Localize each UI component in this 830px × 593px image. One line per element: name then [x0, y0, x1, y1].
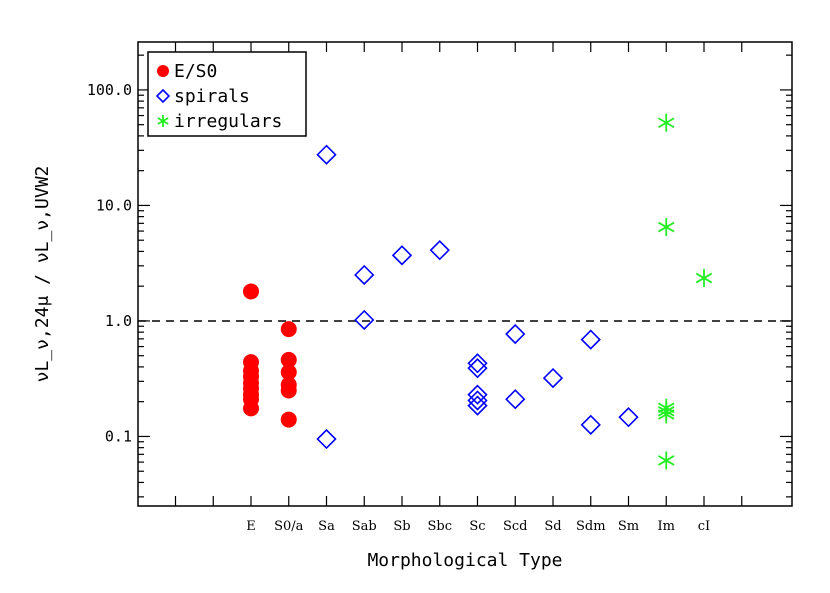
irregulars-point: [658, 451, 675, 470]
spirals-point: [316, 144, 337, 165]
legend-marker-e-s0: [157, 65, 169, 77]
irregulars-point: [658, 218, 675, 237]
irregulars-point: [658, 113, 675, 132]
y-tick-label: 1.0: [105, 312, 132, 330]
spirals-point: [505, 323, 526, 345]
e-s0-point: [280, 364, 297, 381]
plot-frame: [137, 41, 793, 507]
spirals-point: [542, 367, 564, 389]
spirals-point: [580, 329, 601, 350]
x-tick-label: Im: [658, 519, 675, 534]
irregulars-point: [695, 269, 713, 288]
x-tick-label: Sd: [544, 519, 561, 534]
x-tick-label: Sab: [352, 519, 377, 534]
y-axis-title: νL_ν,24μ / νL_ν,UVW2: [32, 166, 53, 383]
spirals-point: [467, 358, 488, 379]
x-tick-label: Scd: [503, 519, 528, 534]
legend-marker-spirals: [155, 88, 171, 104]
spirals-point: [429, 240, 450, 261]
spirals-point: [354, 309, 375, 331]
legend-label-spirals: spirals: [174, 86, 250, 107]
y-tick-labels: 100.0 10.0 1.0 0.1: [87, 81, 132, 446]
spirals-point: [467, 384, 488, 405]
legend-marker-irregulars: [157, 115, 169, 127]
irregulars-point: [658, 405, 675, 424]
spirals-point: [467, 390, 488, 411]
x-tick-label: Sb: [393, 519, 410, 534]
e-s0-point: [280, 382, 297, 399]
x-tick-label: Sbc: [427, 519, 452, 534]
y-tick-label: 100.0: [87, 81, 132, 99]
y-tick-label: 0.1: [105, 427, 132, 445]
x-tick-label: Sa: [318, 519, 335, 534]
x-tick-label: cI: [698, 519, 710, 534]
x-ticks: [174, 42, 743, 506]
data-points: [243, 113, 713, 470]
x-tick-label: E: [246, 519, 256, 534]
spirals-point: [467, 353, 488, 374]
legend-items: E/S0 spirals irregulars: [155, 61, 282, 132]
spirals-point: [618, 406, 639, 428]
e-s0-point: [280, 321, 297, 338]
legend-label-irregulars: irregulars: [174, 111, 282, 132]
y-tick-label: 10.0: [96, 196, 132, 214]
x-tick-label: Sdm: [576, 519, 606, 534]
legend-label-e-s0: E/S0: [174, 61, 217, 82]
e-s0-point: [243, 283, 259, 300]
e-s0-point: [243, 400, 259, 417]
legend-box: [147, 51, 307, 137]
spirals-point: [391, 245, 413, 266]
x-tick-labels: E S0/a Sa Sab Sb Sbc Sc Scd Sd Sdm Sm Im cI: [246, 519, 710, 534]
x-tick-label: S0/a: [274, 519, 304, 534]
e-s0-point: [280, 411, 297, 428]
spirals-point: [316, 428, 337, 450]
spirals-point: [354, 264, 375, 286]
x-tick-label: Sm: [618, 519, 639, 534]
e-s0-point: [280, 351, 297, 368]
spirals-point: [580, 414, 601, 435]
x-tick-label: Sc: [469, 519, 485, 534]
spirals-point: [467, 395, 488, 416]
legend: E/S0 spirals irregulars: [147, 51, 307, 137]
x-axis-title: Morphological Type: [367, 550, 562, 571]
spirals-point: [505, 389, 526, 410]
